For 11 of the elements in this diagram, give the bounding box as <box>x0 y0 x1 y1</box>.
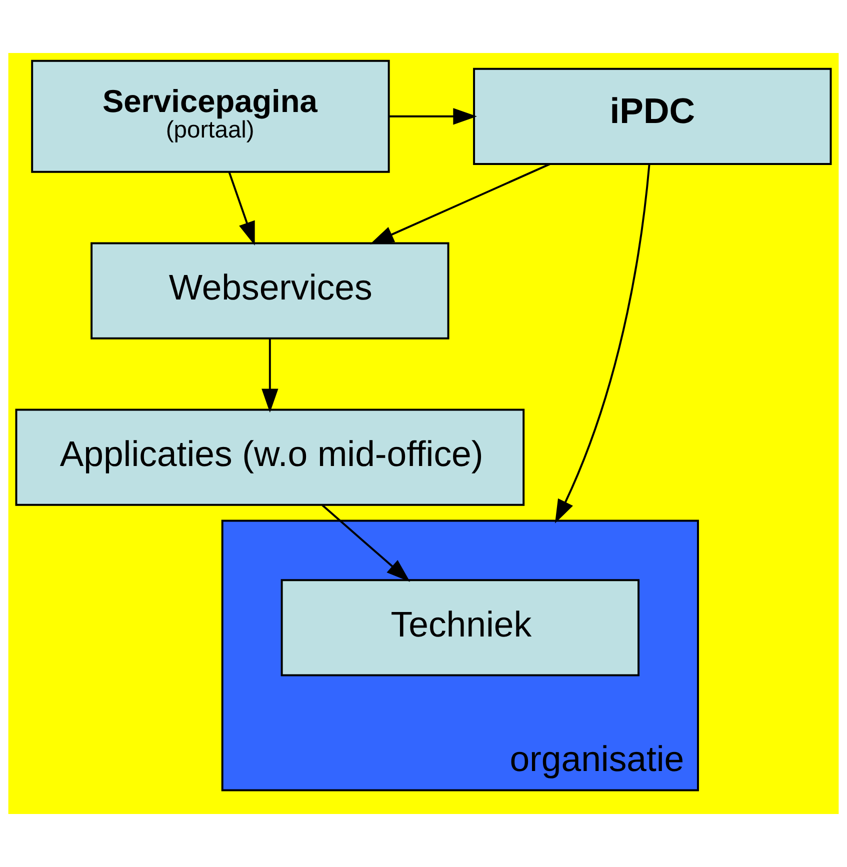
node-box: iPDC <box>473 68 832 165</box>
arrow <box>370 163 550 244</box>
node-box: Webservices <box>90 242 450 340</box>
arrow <box>389 108 477 125</box>
arrow <box>228 172 255 246</box>
node-box: Applicaties (w.o mid-office) <box>15 408 525 506</box>
arrow <box>262 338 278 413</box>
arrow <box>322 504 410 582</box>
arrow <box>554 164 650 524</box>
node-box: Techniek <box>280 579 640 676</box>
node-box: Servicepagina (portaal) <box>31 60 390 173</box>
